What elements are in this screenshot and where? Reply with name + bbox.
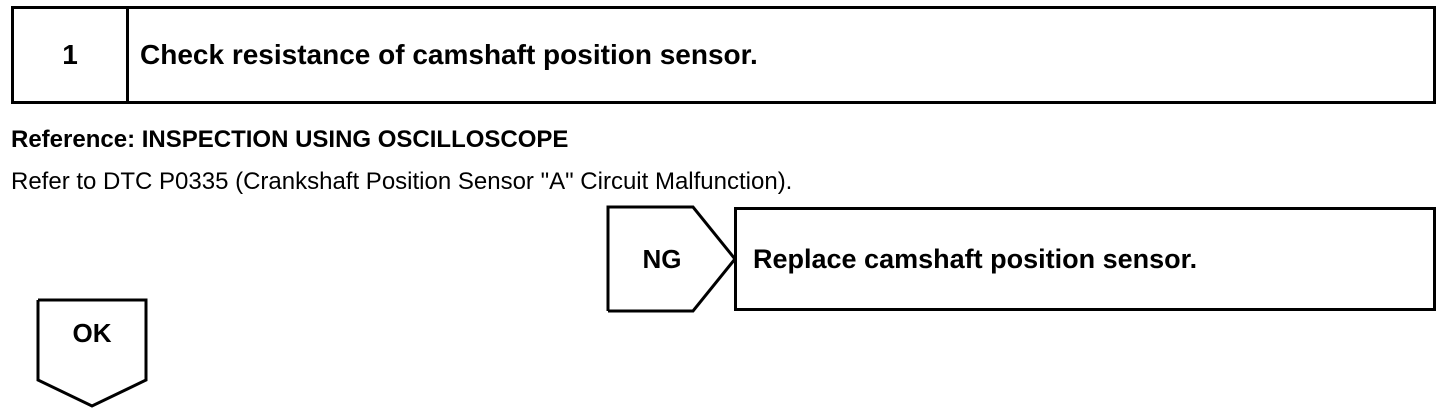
step-title: Check resistance of camshaft position se… <box>140 39 758 70</box>
ng-result-box: Replace camshaft position sensor. <box>734 207 1436 311</box>
ok-arrow-shape <box>36 298 148 408</box>
step-number: 1 <box>62 39 78 70</box>
ng-label: NG <box>642 244 682 274</box>
step-box: 1 Check resistance of camshaft position … <box>11 6 1436 104</box>
ng-result-text: Replace camshaft position sensor. <box>753 244 1198 274</box>
reference-heading: Reference: INSPECTION USING OSCILLOSCOPE <box>11 126 569 153</box>
ok-label: OK <box>72 318 112 348</box>
reference-text: Refer to DTC P0335 (Crankshaft Position … <box>11 168 793 195</box>
step-divider <box>126 9 129 101</box>
ng-arrow-shape <box>606 205 737 313</box>
